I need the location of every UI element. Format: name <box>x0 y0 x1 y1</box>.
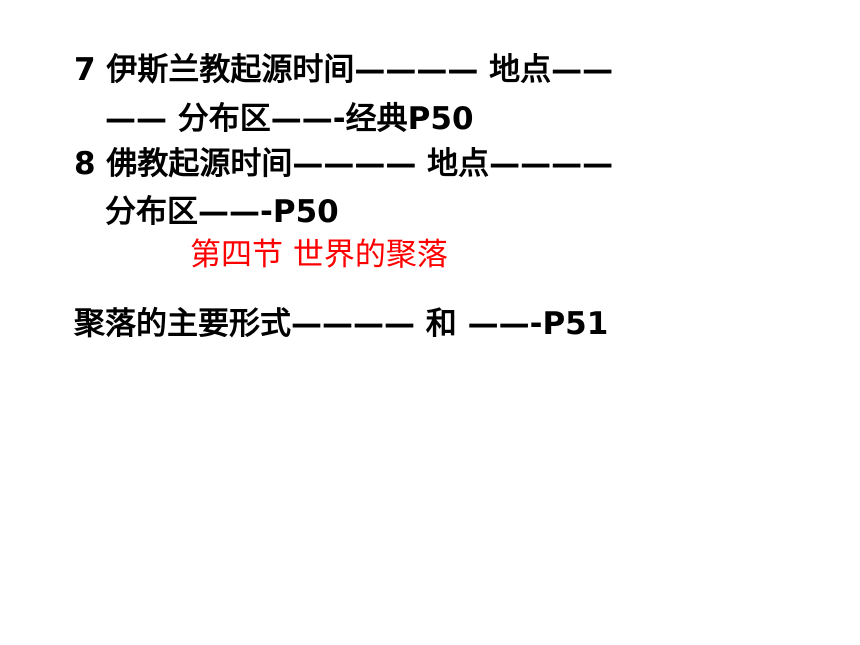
item-7-line-2: —— 分布区——-经典P50 <box>105 101 474 137</box>
item-7-line-1: 7 伊斯兰教起源时间———— 地点—— <box>74 52 614 88</box>
section-heading: 第四节 世界的聚落 <box>190 237 448 273</box>
item-8-line-1: 8 佛教起源时间———— 地点———— <box>74 146 614 182</box>
settlement-forms-line: 聚落的主要形式———— 和 ——-P51 <box>74 306 609 342</box>
item-8-line-2: 分布区——-P50 <box>105 194 339 230</box>
